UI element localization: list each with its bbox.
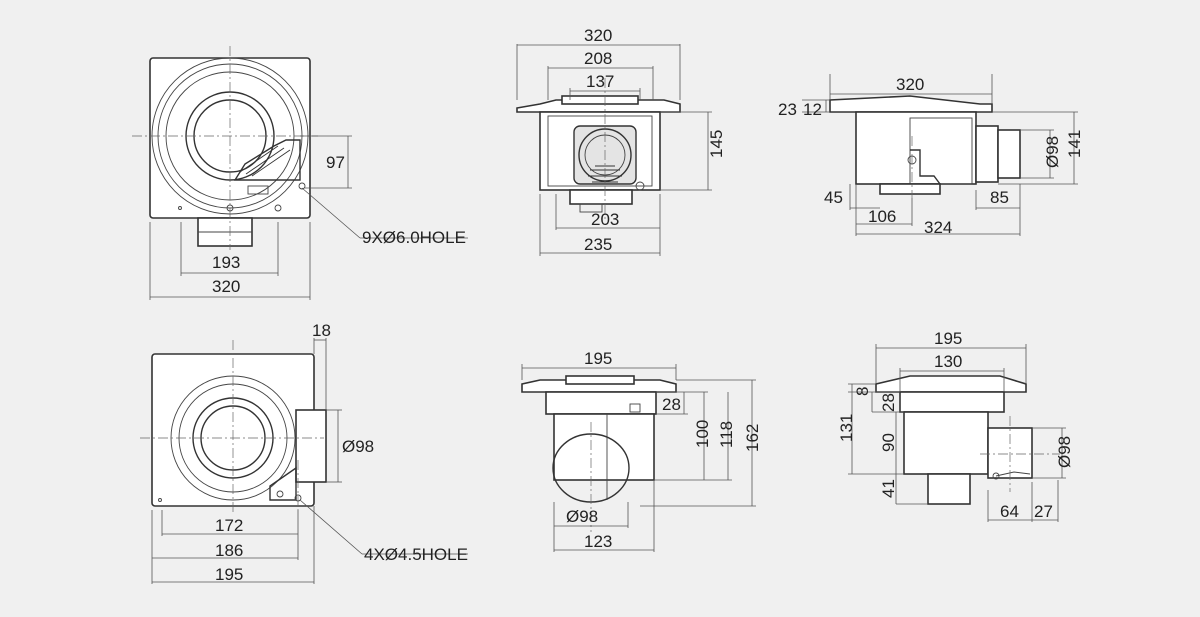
- dim-12: 12: [803, 100, 822, 119]
- dim-98: Ø98: [1043, 136, 1062, 168]
- dim-195: 195: [934, 329, 962, 348]
- dim-64: 64: [1000, 502, 1019, 521]
- small-unit-side-view: 195 130 8 28 131 90 41 Ø98 64 27: [837, 329, 1074, 522]
- dim-195: 195: [215, 565, 243, 584]
- dim-100: 100: [693, 420, 712, 448]
- dim-27: 27: [1034, 502, 1053, 521]
- hole-label-9x6: 9XØ6.0HOLE: [362, 228, 466, 247]
- large-unit-top-view: 193 320 97 9XØ6.0HOLE: [132, 46, 468, 300]
- dim-45: 45: [824, 188, 843, 207]
- dim-18: 18: [312, 321, 331, 340]
- dim-235: 235: [584, 235, 612, 254]
- dim-98: Ø98: [566, 507, 598, 526]
- dim-137: 137: [586, 72, 614, 91]
- dim-106: 106: [868, 207, 896, 226]
- dim-8: 8: [853, 387, 872, 396]
- dim-90: 90: [879, 433, 898, 452]
- dim-141: 141: [1065, 130, 1084, 158]
- large-unit-front-view: 320 208 137 145 203 235: [516, 26, 726, 256]
- dim-208: 208: [584, 49, 612, 68]
- hole-label-4x4: 4XØ4.5HOLE: [364, 545, 468, 564]
- dim-85: 85: [990, 188, 1009, 207]
- large-unit-side-view: 320 23 12 Ø98 141 45 85 106 324: [778, 74, 1084, 237]
- dim-123: 123: [584, 532, 612, 551]
- dim-162: 162: [743, 424, 762, 452]
- dim-130: 130: [934, 352, 962, 371]
- dim-98: Ø98: [342, 437, 374, 456]
- small-unit-front-view: 195 28 100 118 162 Ø98 123: [521, 349, 762, 552]
- dim-28: 28: [879, 393, 898, 412]
- dim-41: 41: [879, 479, 898, 498]
- dim-28: 28: [662, 395, 681, 414]
- dim-320: 320: [896, 75, 924, 94]
- dim-320: 320: [212, 277, 240, 296]
- dim-320: 320: [584, 26, 612, 45]
- dim-324: 324: [924, 218, 952, 237]
- dim-186: 186: [215, 541, 243, 560]
- dim-193: 193: [212, 253, 240, 272]
- dim-97: 97: [326, 153, 345, 172]
- dim-203: 203: [591, 210, 619, 229]
- small-unit-top-view: 18 Ø98 172 186 195 4XØ4.5HOLE: [140, 321, 468, 584]
- dim-195: 195: [584, 349, 612, 368]
- dim-98: Ø98: [1055, 436, 1074, 468]
- dim-118: 118: [717, 421, 736, 448]
- dim-172: 172: [215, 516, 243, 535]
- dim-23: 23: [778, 100, 797, 119]
- dim-131: 131: [837, 414, 856, 442]
- dim-145: 145: [707, 130, 726, 158]
